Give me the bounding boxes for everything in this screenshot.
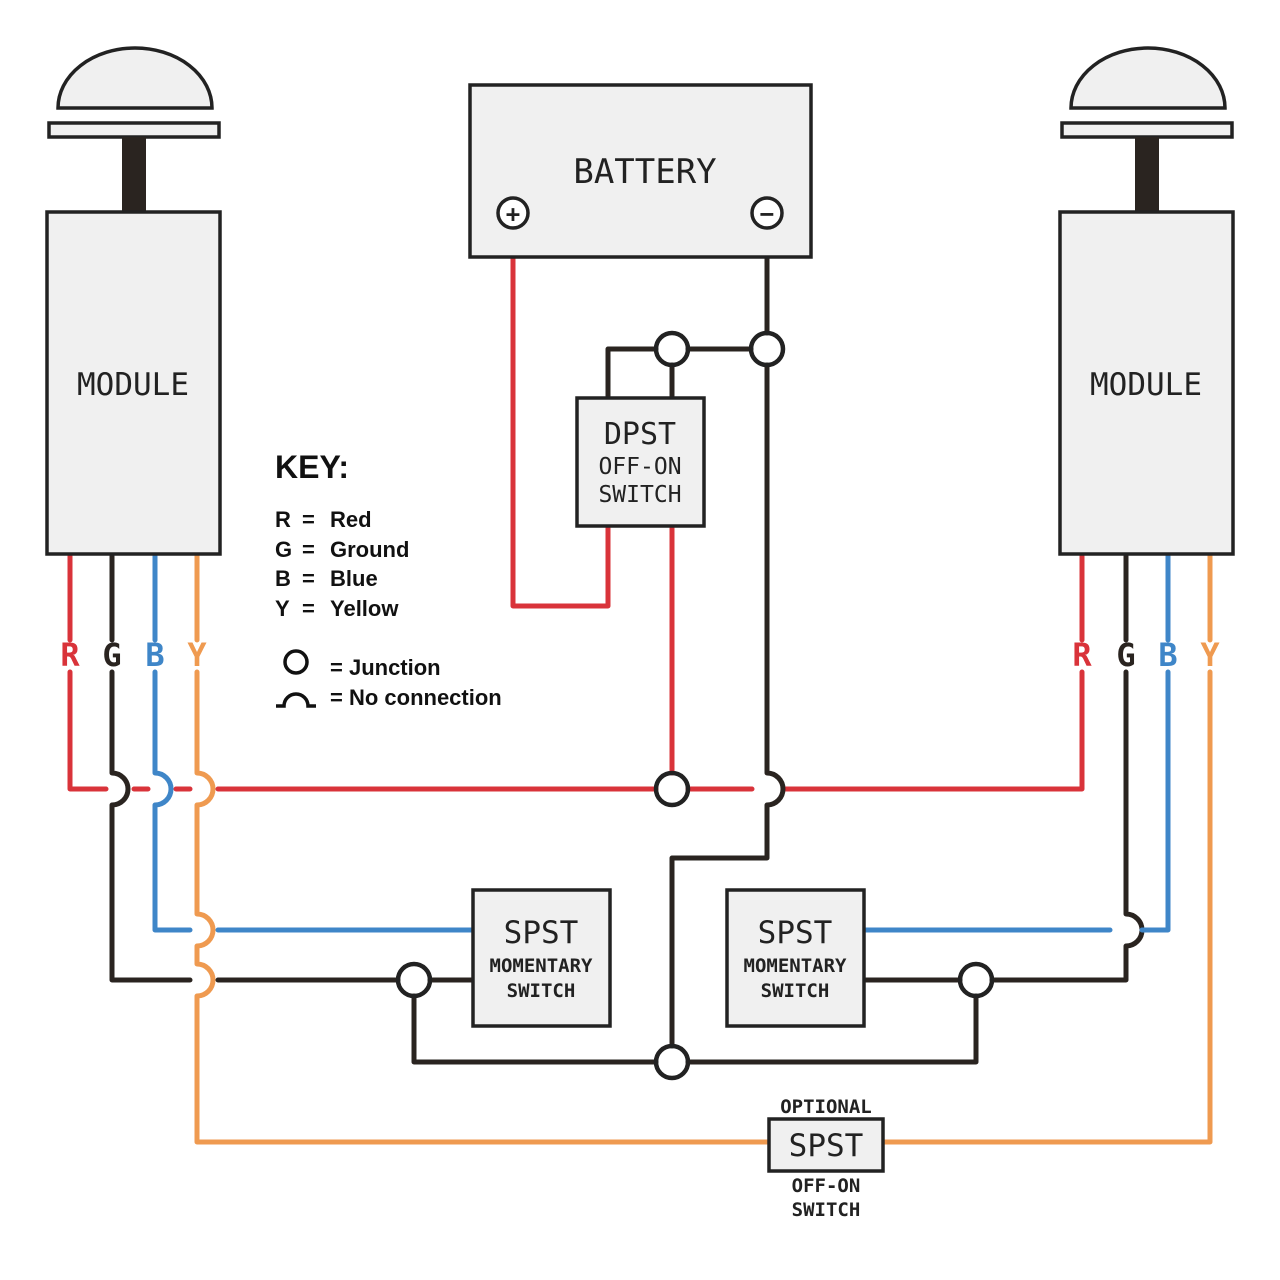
dpst-line1: DPST — [604, 417, 676, 452]
junction-ground-loop — [653, 1043, 691, 1081]
left-wire-label-r: R — [60, 636, 80, 674]
legend: KEY: R = Red G = Ground B = Blue Y = Yel… — [275, 449, 502, 710]
left-module-label: MODULE — [77, 367, 189, 403]
optional-spst-switch: OPTIONAL SPST OFF-ON SWITCH — [767, 1096, 885, 1221]
spst-right-switch: SPST MOMENTARY SWITCH — [725, 888, 866, 1028]
legend-eq-b: = — [302, 566, 315, 591]
spst-right-line2: MOMENTARY — [744, 955, 848, 977]
spst-left-line1: SPST — [504, 915, 579, 951]
right-wire-label-b: B — [1158, 636, 1177, 674]
spst-left-line2: MOMENTARY — [490, 955, 594, 977]
junction-right-spst-ground — [957, 961, 995, 999]
junction-red-bus — [653, 770, 691, 808]
right-wire-label-g: G — [1116, 636, 1135, 674]
wire-red-battery-positive — [510, 225, 611, 609]
wire-yellow-right — [881, 553, 1213, 1145]
legend-code-y: Y — [275, 596, 290, 621]
legend-meaning-g: Ground — [330, 537, 409, 562]
dpst-switch: DPST OFF-ON SWITCH — [575, 396, 706, 528]
legend-code-r: R — [275, 507, 291, 532]
legend-code-b: B — [275, 566, 291, 591]
legend-no-connection-text: = No connection — [330, 685, 502, 710]
legend-eq-y: = — [302, 596, 315, 621]
junction-battery-negative — [748, 330, 786, 368]
right-wire-label-y: Y — [1200, 636, 1220, 674]
optional-line3: SWITCH — [792, 1199, 861, 1221]
wire-ground-dpst-top — [605, 346, 754, 399]
dpst-line2: OFF-ON — [598, 454, 681, 480]
battery-negative-icon: − — [760, 200, 774, 228]
spst-right-line1: SPST — [758, 915, 833, 951]
legend-junction-text: = Junction — [330, 655, 441, 680]
right-module-label: MODULE — [1090, 367, 1202, 403]
wire-red-bus-right — [685, 553, 1085, 792]
legend-code-g: G — [275, 537, 292, 562]
wire-red-left — [67, 553, 659, 792]
battery-positive-terminal — [496, 196, 530, 230]
legend-meaning-b: Blue — [330, 566, 378, 591]
left-module: MODULE — [45, 210, 222, 556]
wire-ground-left — [109, 553, 475, 983]
legend-junction-icon — [283, 649, 309, 675]
left-wire-label-b: B — [145, 636, 164, 674]
legend-meaning-r: Red — [330, 507, 372, 532]
battery-negative-terminal — [750, 196, 784, 230]
wire-blue-left — [152, 553, 475, 933]
spst-left-line3: SWITCH — [507, 980, 576, 1002]
right-light-dome — [1060, 46, 1234, 213]
wire-blue-right — [863, 553, 1171, 933]
right-module: MODULE — [1058, 210, 1235, 556]
legend-eq-g: = — [302, 537, 315, 562]
wire-ground-spst-loop — [411, 993, 979, 1065]
battery-label: BATTERY — [573, 152, 716, 192]
left-wire-label-g: G — [102, 636, 121, 674]
legend-title: KEY: — [275, 449, 349, 485]
wire-yellow-left — [194, 553, 771, 1145]
left-light-dome — [47, 46, 221, 213]
optional-line2: OFF-ON — [792, 1175, 861, 1197]
wire-ground-right — [863, 553, 1145, 983]
optional-main-label: SPST — [789, 1128, 864, 1164]
spst-right-line3: SWITCH — [761, 980, 830, 1002]
legend-meaning-y: Yellow — [330, 596, 399, 621]
optional-label: OPTIONAL — [780, 1096, 872, 1118]
spst-left-switch: SPST MOMENTARY SWITCH — [471, 888, 612, 1028]
left-wire-label-y: Y — [187, 636, 207, 674]
battery-positive-icon: + — [506, 200, 520, 228]
right-wire-label-r: R — [1072, 636, 1092, 674]
battery: BATTERY + − — [468, 83, 813, 259]
junction-left-spst-ground — [395, 961, 433, 999]
junction-dpst-top — [653, 330, 691, 368]
dpst-line3: SWITCH — [598, 482, 681, 508]
legend-eq-r: = — [302, 507, 315, 532]
legend-no-connection-icon — [276, 692, 316, 708]
